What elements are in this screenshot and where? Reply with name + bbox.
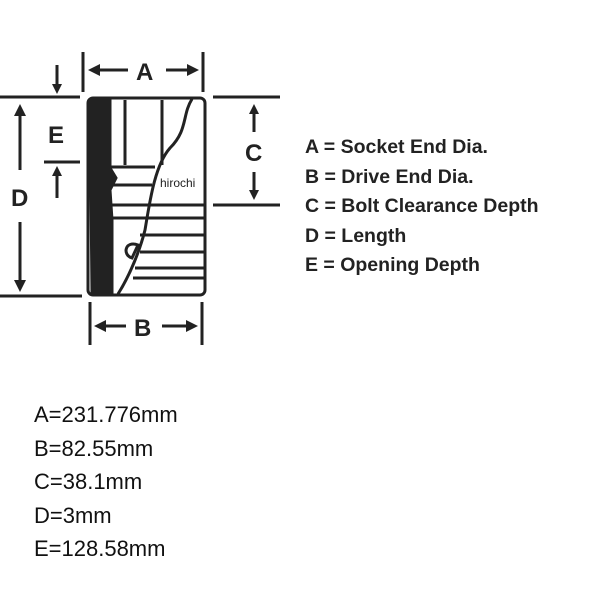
spec-values: A=231.776mm B=82.55mm C=38.1mm D=3mm E=1… — [34, 398, 178, 566]
legend-item: D = Length — [305, 224, 407, 247]
spec-item: E=128.58mm — [34, 536, 166, 561]
watermark: hirochi — [160, 176, 196, 190]
spec-item: B=82.55mm — [34, 435, 154, 461]
spec-item: D=3mm — [34, 502, 112, 528]
socket-drawing — [86, 96, 207, 297]
label-b: B — [134, 315, 151, 342]
dimension-legend: A = Socket End Dia. B = Drive End Dia. C… — [305, 133, 539, 281]
legend-item: A = Socket End Dia. — [305, 136, 488, 158]
legend-item: E = Opening Depth — [305, 254, 480, 276]
legend-item: B = Drive End Dia. — [305, 165, 474, 188]
label-c: C — [245, 140, 262, 167]
legend-item: C = Bolt Clearance Depth — [305, 195, 539, 217]
label-a: A — [136, 59, 153, 86]
spec-item: C=38.1mm — [34, 469, 143, 494]
socket-dimension-diagram: A B C D E — [0, 52, 280, 345]
label-e: E — [48, 122, 64, 149]
spec-item: A=231.776mm — [34, 402, 178, 427]
label-d: D — [11, 185, 28, 212]
